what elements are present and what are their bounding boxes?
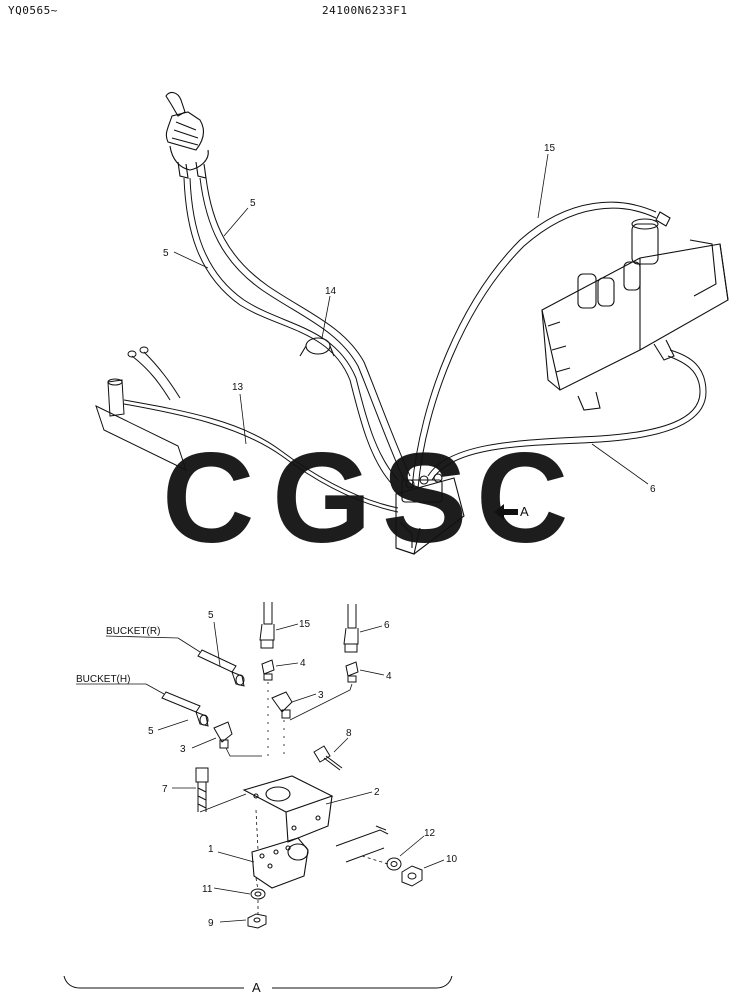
watermark-letter-c2: C [476,427,568,570]
assembly-lines-detail [199,682,389,914]
pilot-hoses-5 [183,177,411,485]
callout-12: 12 [424,828,436,839]
watermark-letter-s: S [382,427,467,570]
view-arrow-a: A [494,504,529,520]
view-arrow-label: A [520,504,529,519]
wiring-harness-13 [95,346,399,513]
callout-15-detail: 15 [299,619,311,630]
model-code: YQ0565~ [8,4,58,17]
watermark-letter-g: G [272,427,372,570]
bolt-7-icon [195,767,209,812]
callout-9: 9 [208,918,214,929]
nut-10-icon [401,865,423,887]
section-bracket [63,975,453,989]
callout-8: 8 [346,728,352,739]
washer-11-icon [250,888,266,900]
nut-9-icon [247,913,267,929]
frame-plate-icon [335,825,389,863]
drawing-number: 24100N6233F1 [322,4,408,17]
hose-clamp-14 [299,337,335,357]
hose-5-h-icon [161,691,209,727]
callout-7: 7 [162,784,168,795]
watermark-logo: C G S C [162,427,568,570]
callout-15-upper: 15 [544,143,556,154]
label-bucket-r: BUCKET(R) [106,626,160,637]
bolt-8-icon [313,745,343,771]
callout-2: 2 [374,787,380,798]
hose-6 [427,349,707,481]
mounting-bracket-2-icon [242,775,334,843]
hose-end-15-icon [259,602,275,649]
callout-5-r: 5 [208,610,214,621]
hose-5-r-icon [197,649,245,687]
callout-6-upper: 6 [650,484,656,495]
pilot-valve-bracket-icon [395,473,465,555]
label-bucket-h: BUCKET(H) [76,674,130,685]
joystick-lever-icon [165,91,209,179]
hose-15 [411,201,657,489]
hose-end-6-icon [343,604,359,653]
pilot-valve-1-icon [251,837,309,889]
callout-3-lower: 3 [180,744,186,755]
callout-11: 11 [202,884,213,895]
elbow-3-upper-icon [271,691,293,719]
callout-6-detail: 6 [384,620,390,631]
washer-12-icon [386,857,402,871]
leader-lines-upper [173,153,649,485]
adapter-4-left-icon [261,659,275,681]
watermark-letter-c1: C [162,427,254,570]
callout-5-a: 5 [250,198,256,209]
section-label: A [252,980,261,995]
callout-5-b: 5 [163,248,169,259]
callout-1: 1 [208,844,214,855]
callout-4-right: 4 [386,671,392,682]
callout-5-h: 5 [148,726,154,737]
callout-13: 13 [232,382,244,393]
callout-14: 14 [325,286,337,297]
adapter-4-right-icon [345,661,359,683]
leader-lines-detail [76,621,445,923]
callout-3-upper: 3 [318,690,324,701]
elbow-3-lower-icon [213,721,233,749]
callout-4-left: 4 [300,658,306,669]
control-valve-icon [541,211,729,411]
callout-10: 10 [446,854,458,865]
